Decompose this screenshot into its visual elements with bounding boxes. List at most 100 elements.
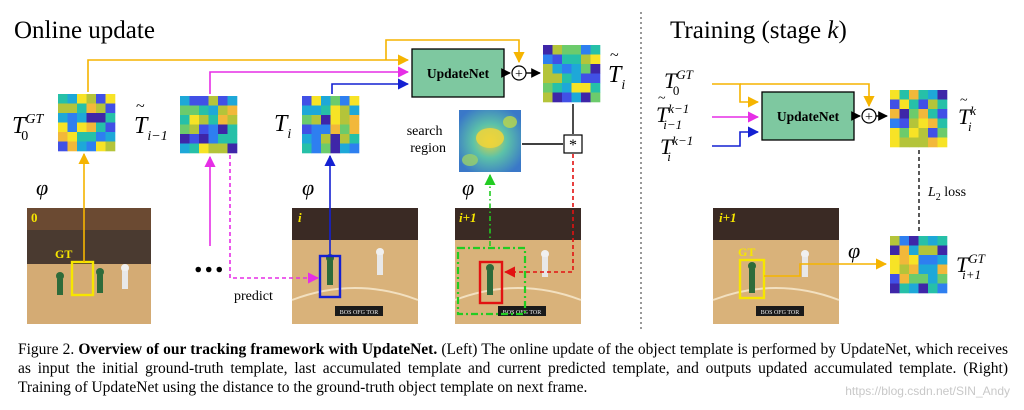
search-region-box-frame-i1 <box>456 246 527 316</box>
heatmap-cell <box>581 45 591 55</box>
caption-prefix: Figure 2. <box>18 341 79 358</box>
l2-loss-label: L2 loss <box>927 185 966 203</box>
heatmap-cell <box>311 96 322 106</box>
label-ti-minus-1-tilde: Ti−1 <box>134 113 168 144</box>
heatmap-cell <box>208 124 219 135</box>
heatmap-cell <box>909 274 919 284</box>
heatmap-cell <box>890 118 900 129</box>
heatmap-cell <box>199 105 209 116</box>
heatmap-cell <box>918 99 929 110</box>
heatmap-cell <box>909 118 919 129</box>
caption-body: (Left) The online update of the object t… <box>18 341 1008 396</box>
heatmap-cell <box>330 105 341 116</box>
heatmap-cell <box>581 92 591 103</box>
heatmap-cell <box>899 109 910 119</box>
heatmap-cell <box>105 113 116 123</box>
heatmap-cell <box>928 99 938 110</box>
heatmap-cell <box>581 73 591 84</box>
heatmap-cell <box>937 128 948 138</box>
template-t0-gt-heatmap <box>58 94 116 152</box>
heatmap-cell <box>552 64 563 74</box>
heatmap-cell <box>890 255 900 265</box>
heatmap-cell <box>67 132 78 142</box>
heatmap-cell <box>96 103 106 114</box>
template-ti-heatmap <box>302 96 360 154</box>
heatmap-cell <box>928 90 938 100</box>
heatmap-cell <box>96 132 106 142</box>
heatmap-cell <box>918 137 929 148</box>
heatmap-cell <box>552 92 563 103</box>
heatmap-cell <box>77 141 87 152</box>
frame-i-scoreboard: BOS OFG TOR <box>340 310 378 316</box>
frame-right-gt-label: GT <box>738 245 755 259</box>
plus-symbol-right: + <box>865 110 873 125</box>
heatmap-cell <box>918 255 929 265</box>
heatmap-cell <box>890 128 900 138</box>
heatmap-cell <box>180 124 190 135</box>
heatmap-cell <box>67 94 78 104</box>
heatmap-cell <box>909 137 919 148</box>
tilde-r-ti-minus-1: ~ <box>658 91 666 106</box>
heatmap-cell <box>937 274 948 284</box>
heatmap-cell <box>349 143 360 154</box>
left-title: Online update <box>14 17 155 44</box>
phi-label-0: φ <box>36 175 48 200</box>
heatmap-cell <box>67 141 78 152</box>
heatmap-cell <box>349 124 360 135</box>
heatmap-cell <box>890 245 900 256</box>
heatmap-cell <box>227 96 238 106</box>
heatmap-cell <box>937 137 948 148</box>
heatmap-cell <box>909 255 919 265</box>
heatmap-cell <box>199 124 209 135</box>
heatmap-cell <box>581 54 591 65</box>
tracked-box-frame-i1 <box>478 260 504 305</box>
heatmap-cell <box>311 134 322 144</box>
heatmap-cell <box>330 143 341 154</box>
heatmap-cell <box>227 124 238 135</box>
heatmap-cell <box>105 122 116 133</box>
heatmap-cell <box>58 94 68 104</box>
heatmap-cell <box>543 64 553 74</box>
heatmap-cell <box>321 105 331 116</box>
template-tik-output-heatmap <box>890 90 948 148</box>
heatmap-cell <box>937 90 948 100</box>
heatmap-cell <box>180 105 190 116</box>
correlation-symbol: * <box>569 137 577 154</box>
template-ti-tilde-output-heatmap <box>543 45 601 103</box>
heatmap-cell <box>340 105 350 116</box>
heatmap-cell <box>218 134 228 144</box>
heatmap-cell <box>321 115 331 125</box>
heatmap-cell <box>937 245 948 256</box>
heatmap-cell <box>562 64 572 74</box>
heatmap-cell <box>208 96 219 106</box>
heatmap-cell <box>552 54 563 65</box>
heatmap-cell <box>590 92 601 103</box>
arrow-r-phi-frame-to-gt-template <box>764 258 888 277</box>
heatmap-cell <box>899 128 910 138</box>
heatmap-cell <box>77 113 87 123</box>
arrow-r-t0-to-updatenet <box>712 83 760 108</box>
heatmap-cell <box>571 73 582 84</box>
heatmap-cell <box>349 105 360 116</box>
arrow-ti-to-updatenet <box>331 78 410 94</box>
ellipsis: ... <box>194 243 226 280</box>
heatmap-cell <box>311 115 322 125</box>
heatmap-cell <box>909 245 919 256</box>
heatmap-cell <box>918 274 929 284</box>
heatmap-cell <box>899 236 910 246</box>
frame-right-scoreboard: BOS OFG TOR <box>761 310 799 316</box>
heatmap-cell <box>562 73 572 84</box>
frame-0-gt-label: GT <box>55 247 72 261</box>
heatmap-cell <box>58 141 68 152</box>
figure-caption: Figure 2. Overview of our tracking frame… <box>18 340 1008 397</box>
frame-right-index: i+1 <box>719 210 737 225</box>
heatmap-cell <box>311 124 322 135</box>
heatmap-cell <box>890 264 900 275</box>
plus-symbol-left: + <box>515 67 523 82</box>
heatmap-cell <box>302 96 312 106</box>
updatenet-label-right: UpdateNet <box>777 109 840 124</box>
heatmap-cell <box>349 134 360 144</box>
heatmap-cell <box>899 99 910 110</box>
